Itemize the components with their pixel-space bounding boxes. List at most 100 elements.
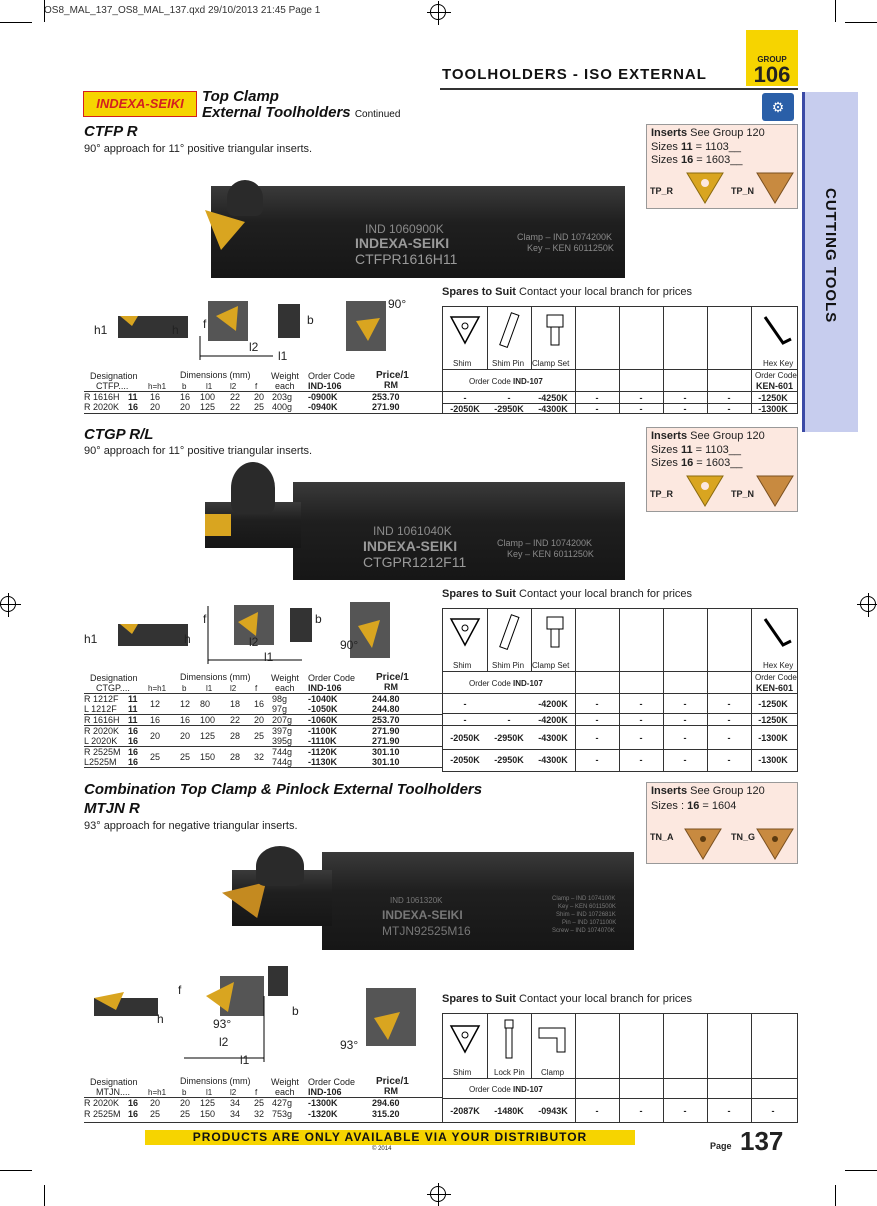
cell-dimension: 16 — [180, 392, 191, 402]
col-header: Designation — [90, 673, 138, 683]
insert-tna-icon — [684, 828, 722, 860]
cell-size: 16 — [128, 757, 139, 767]
cell-size: 16 — [128, 1098, 139, 1108]
insert-tpr-icon — [686, 172, 724, 204]
cell-weight: 207g — [272, 715, 293, 725]
spare-code-cell: -0943K — [538, 1106, 568, 1116]
insert-tng-icon — [756, 828, 794, 860]
spare-code-cell: -1300K — [758, 755, 788, 765]
crop-mark — [0, 1170, 32, 1171]
dim-label-b: b — [307, 313, 314, 327]
spare-code-cell: - — [595, 404, 599, 414]
col-header: Weight — [271, 1077, 299, 1087]
cell-dimension: 25 — [180, 752, 191, 762]
order-code-label: Order Code — [469, 679, 514, 688]
insert-heading-ref: See Group 120 — [687, 430, 765, 442]
insert-info-box: Inserts See Group 120 Sizes 11 = 1103__ … — [646, 124, 798, 209]
spare-code-cell: -4200K — [538, 715, 568, 725]
cell-weight: 744g — [272, 757, 293, 767]
cell-order-code: -1100K — [308, 726, 338, 736]
clamp-head — [231, 462, 275, 514]
cell-order-code: -0940K — [308, 402, 338, 412]
col-header: Dimensions (mm) — [180, 672, 251, 682]
cell-dimension: 20 — [180, 731, 191, 741]
spares-order-code: Order Code IND-107 — [469, 1085, 543, 1094]
insert-tpn-icon — [756, 172, 794, 204]
spare-code-cell: -1480K — [494, 1106, 524, 1116]
dim-label-h: h — [172, 323, 179, 337]
shim-pin-icon — [499, 614, 520, 651]
spare-code-cell: - — [639, 393, 643, 403]
cell-designation: L 1212F — [84, 704, 117, 714]
hex-key-icon — [763, 618, 792, 647]
col-header: f — [255, 1088, 258, 1097]
shim-icon — [449, 316, 481, 345]
order-code-value: KEN-601 — [756, 683, 794, 693]
registration-mark-top — [427, 1, 451, 25]
cell-weight: 395g — [272, 736, 293, 746]
cell-dimension: 125 — [200, 1098, 216, 1108]
spare-code-cell: - — [639, 715, 643, 725]
insert-tpn-icon — [756, 475, 794, 507]
col-header: RM — [384, 380, 398, 390]
cell-dimension: 25 — [150, 1109, 161, 1119]
cell-dimension: 20 — [150, 731, 161, 741]
spare-code-cell: - — [595, 755, 599, 765]
col-header: l2 — [230, 1088, 237, 1097]
dim-label-f: f — [203, 317, 207, 331]
spares-label: Spares to Suit Contact your local branch… — [442, 993, 692, 1005]
spare-caption: Shim — [453, 359, 472, 368]
crop-mark — [845, 1170, 877, 1171]
spare-code-cell: - — [595, 715, 599, 725]
col-header: Order Code — [308, 1077, 356, 1087]
spare-code-cell: - — [727, 715, 731, 725]
order-code-value: IND-107 — [513, 377, 543, 386]
crop-mark — [44, 0, 45, 22]
cell-size: 11 — [128, 694, 138, 704]
toolholder-ctgp-image: IND 1061040K INDEXA-SEIKI CTGPR1212F11 C… — [205, 462, 625, 580]
cell-dimension: 22 — [230, 715, 241, 725]
spare-code-cell: - — [463, 715, 467, 725]
dimension-diagram — [94, 966, 416, 1062]
lathe-icon: ⚙ — [762, 93, 794, 121]
order-code-label: Order Code — [755, 371, 797, 380]
cell-price: 244.80 — [372, 704, 400, 714]
col-header: each — [275, 683, 295, 693]
spares-order-code: Order Code IND-107 — [469, 679, 543, 688]
clamp-icon — [538, 1027, 566, 1053]
crop-mark — [835, 1185, 836, 1206]
spare-caption: Hex Key — [763, 359, 794, 368]
cell-designation: R 1616H — [84, 715, 120, 725]
dim-label-h: h — [184, 632, 191, 646]
dim-label-h1: h1 — [84, 632, 98, 646]
tool-engraving-shim: Shim – IND 1072681K — [556, 912, 616, 918]
cell-designation: L 2020K — [84, 736, 118, 746]
cell-dimension: 100 — [200, 392, 216, 402]
cell-order-code: -1040K — [308, 694, 338, 704]
page-title: TOOLHOLDERS - ISO EXTERNAL — [442, 66, 707, 83]
insert-tpr-icon — [686, 475, 724, 507]
col-header: b — [182, 684, 187, 693]
spare-caption: Shim Pin — [492, 661, 525, 670]
tool-engraving-brand: INDEXA-SEIKI — [363, 538, 458, 554]
col-header: Designation — [90, 1077, 138, 1087]
col-header: b — [182, 382, 187, 391]
col-header: each — [275, 1087, 295, 1097]
cell-weight: 753g — [272, 1109, 293, 1119]
col-header: Dimensions (mm) — [180, 370, 251, 380]
dim-label-h: h — [157, 1012, 164, 1026]
tool-engraving-pin: Pin – IND 1071100K — [562, 920, 617, 926]
order-code-label: Order Code — [469, 377, 514, 386]
cell-weight: 397g — [272, 726, 293, 736]
print-slug: OS8_MAL_137_OS8_MAL_137.qxd 29/10/2013 2… — [44, 5, 321, 16]
spares-table: Shim Lock Pin Clamp Order Code IND-107 -… — [442, 1013, 798, 1123]
spares-heading: Spares to Suit — [442, 286, 516, 298]
section-subtitle: MTJN R — [84, 800, 140, 817]
col-header: b — [182, 1088, 187, 1097]
insert-size-label: Sizes : — [651, 800, 688, 812]
order-code-value: IND-107 — [513, 1085, 543, 1094]
col-header: Price/1 — [376, 370, 409, 381]
cell-order-code: -1130K — [308, 757, 338, 767]
product-table: Designation CTFP.... Dimensions (mm) h=h… — [84, 370, 442, 415]
spare-code-cell: - — [595, 393, 599, 403]
